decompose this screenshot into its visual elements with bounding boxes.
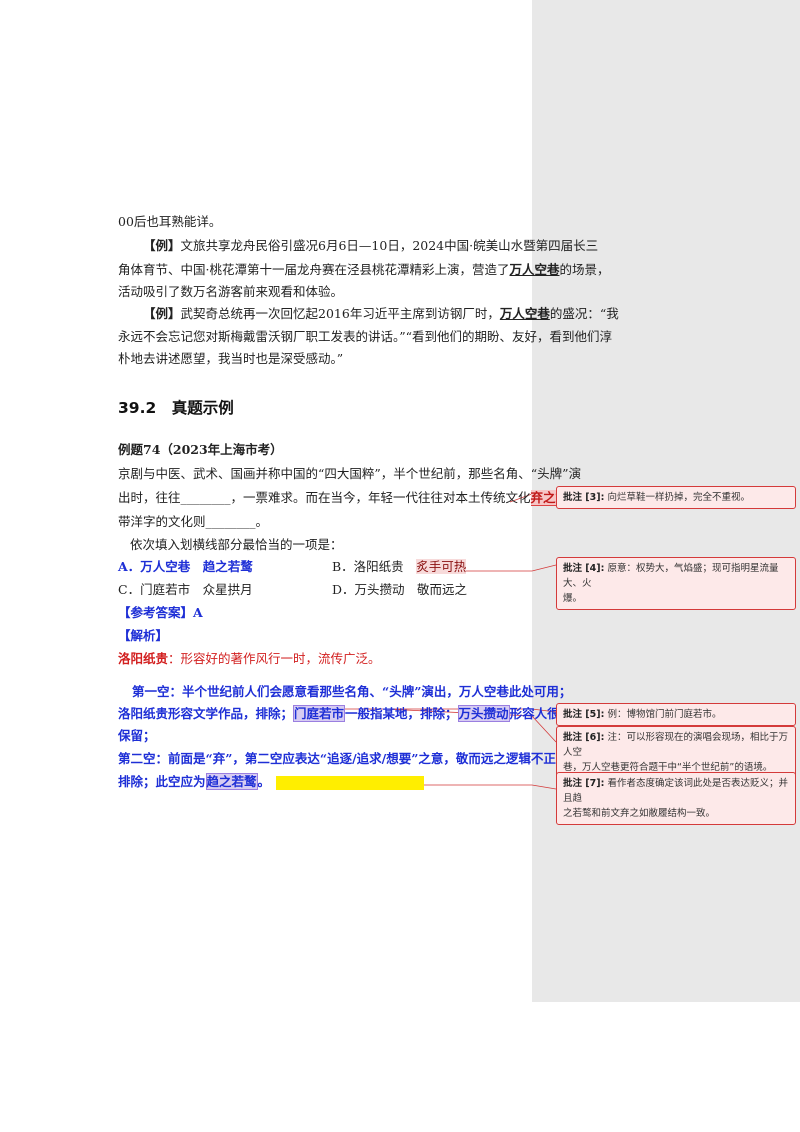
example-text: 文旅共享龙舟民俗引盛况6月6日—10日，2024中国·皖美山水暨第四届长三: [180, 238, 599, 253]
keyword-highlight: 炙手可热: [416, 559, 467, 574]
question-stem-2: 出时，往往________，一票难求。而在当今，年轻一代往往对本土传统文化弃之如…: [118, 489, 618, 506]
example-text: 的盛况：“我: [549, 306, 619, 321]
comment-5[interactable]: 批注 [5]: 例：博物馆门前门庭若市。: [556, 703, 796, 726]
comment-text: 注：可以形容现在的演唱会现场，相比于万人空: [563, 732, 788, 758]
section-heading: 39.2 真题示例: [118, 399, 234, 417]
analysis-text: 排除；此空应为: [118, 774, 206, 789]
example-tag: 【例】: [143, 238, 181, 253]
option-d: D．万头攒动 敬而远之: [332, 582, 468, 597]
option-a: A．万人空巷 趋之若鹜: [118, 559, 253, 574]
comment-text: 原意：权势大，气焰盛；现可指明星流量大、火: [563, 563, 779, 589]
question-title: 例题74（2023年上海市考）: [118, 442, 283, 457]
example-tag: 【例】: [143, 306, 181, 321]
definition: ：形容好的著作风行一时，流传广泛。: [168, 651, 381, 666]
comment-text: 之若鹜和前文弃之如敝履结构一致。: [563, 808, 716, 819]
comment-text: 看作者态度确定该词此处是否表达贬义；并且趋: [563, 778, 788, 804]
comment-label: 批注 [4]:: [563, 563, 605, 574]
comment-label: 批注 [5]:: [563, 709, 605, 720]
analysis-para-4: 第二空：前面是“弃”，第二空应表达“追逐/追求/想要”之意，敬而远之逻辑不正确，: [118, 751, 581, 766]
example-1-line-3: 活动吸引了数万名游客前来观看和体验。: [118, 284, 344, 299]
analysis-para-2: 洛阳纸贵形容文学作品，排除；门庭若市一般指某地，排除；万头攒动形容人很多，可以: [118, 705, 610, 722]
comment-label: 批注 [6]:: [563, 732, 605, 743]
term: 洛阳纸贵: [118, 651, 169, 666]
analysis-text: 一般指某地，排除；: [345, 706, 458, 721]
answer: 【参考答案】A: [118, 605, 203, 620]
analysis-label: 【解析】: [118, 628, 169, 643]
analysis-para-1: 第一空：半个世纪前人们会愿意看那些名角、“头牌”演出，万人空巷此处可用；: [132, 684, 572, 699]
option-c: C．门庭若市 众星拱月: [118, 582, 253, 597]
example-2: 【例】武契奇总统再一次回忆起2016年习近平主席到访钢厂时，万人空巷的盛况：“我: [118, 305, 619, 322]
keyword-highlight: 万头攒动: [457, 705, 510, 722]
example-text: 武契奇总统再一次回忆起2016年习近平主席到访钢厂时，: [180, 306, 500, 321]
comment-text: 巷，万人空巷更符合题干中“半个世纪前”的语境。: [563, 762, 773, 773]
example-2-line-2: 永远不会忘记您对斯梅戴雷沃钢厂职工发表的讲话。”“看到他们的期盼、友好，看到他们…: [118, 329, 613, 344]
body-line: 00后也耳熟能详。: [118, 214, 222, 229]
example-2-line-3: 朴地去讲述愿望，我当时也是深受感动。”: [118, 351, 344, 366]
keyword-highlight: 趋之若鹜: [205, 773, 258, 790]
stem-text: 出时，往往________，一票难求。而在当今，年轻一代往往对本土传统文化: [118, 490, 531, 505]
question-prompt: 依次填入划横线部分最恰当的一项是：: [130, 537, 343, 552]
example-1-line-2: 角体育节、中国·桃花潭第十一届龙舟赛在泾县桃花潭精彩上演，营造了万人空巷的场景，: [118, 261, 610, 278]
comment-label: 批注 [3]:: [563, 492, 605, 503]
analysis-para-3: 保留；: [118, 728, 156, 743]
keyword-highlight: 门庭若市: [293, 705, 346, 722]
comment-6[interactable]: 批注 [6]: 注：可以形容现在的演唱会现场，相比于万人空巷，万人空巷更符合题干…: [556, 726, 796, 779]
keyword: 万人空巷: [499, 306, 550, 321]
question-stem-1: 京剧与中医、武术、国画并称中国的“四大国粹”，半个世纪前，那些名角、“头牌”演: [118, 465, 581, 482]
example-text: 角体育节、中国·桃花潭第十一届龙舟赛在泾县桃花潭精彩上演，营造了: [118, 262, 510, 277]
comment-7[interactable]: 批注 [7]: 看作者态度确定该词此处是否表达贬义；并且趋之若鹜和前文弃之如敝履…: [556, 772, 796, 825]
comment-text: 例：博物馆门前门庭若市。: [607, 709, 722, 720]
term-definition: 洛阳纸贵：形容好的著作风行一时，流传广泛。: [118, 650, 381, 667]
comment-text: 爆。: [563, 593, 583, 604]
option-text: B．洛阳纸贵: [332, 559, 417, 574]
comment-3[interactable]: 批注 [3]: 向烂草鞋一样扔掉，完全不重视。: [556, 486, 796, 509]
comment-text: 向烂草鞋一样扔掉，完全不重视。: [607, 492, 750, 503]
analysis-text: 洛阳纸贵形容文学作品，排除；: [118, 706, 294, 721]
yellow-highlight: [276, 775, 425, 790]
example-1: 【例】文旅共享龙舟民俗引盛况6月6日—10日，2024中国·皖美山水暨第四届长三: [118, 237, 598, 254]
stem-text: 京剧与中医、武术、国画并称中国的“四大国粹”，半个世纪前，那些名角、“头牌”演: [118, 466, 582, 481]
keyword: 万人空巷: [509, 262, 560, 277]
example-text: 的场景，: [559, 262, 610, 277]
option-b: B．洛阳纸贵 炙手可热: [332, 558, 467, 575]
question-stem-3: 带洋字的文化则________。: [118, 514, 269, 529]
analysis-text: 。: [257, 774, 271, 789]
comment-label: 批注 [7]:: [563, 778, 605, 789]
comment-4[interactable]: 批注 [4]: 原意：权势大，气焰盛；现可指明星流量大、火爆。: [556, 557, 796, 610]
analysis-para-5: 排除；此空应为趋之若鹜。: [118, 773, 425, 790]
